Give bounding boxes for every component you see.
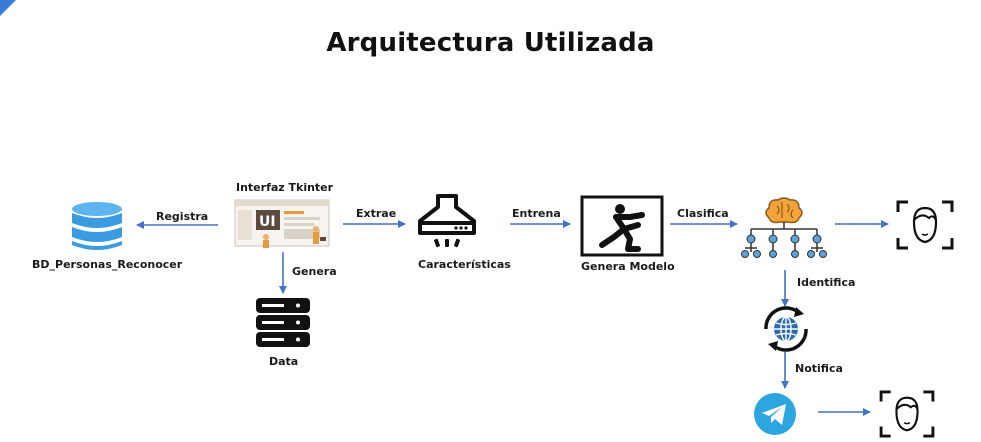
edge-label-genera: Genera xyxy=(292,265,337,278)
web-sync-icon xyxy=(764,306,808,352)
features-label: Características xyxy=(418,258,511,271)
edge-label-registra: Registra xyxy=(156,210,209,223)
edge-label-notifica: Notifica xyxy=(795,362,843,375)
database-label: BD_Personas_Reconocer xyxy=(32,258,183,271)
face-scan-icon xyxy=(896,200,954,250)
brain-network-icon xyxy=(741,197,827,258)
ui-glyph: UI xyxy=(259,214,276,230)
edge-label-identifica: Identifica xyxy=(797,276,856,289)
database-icon xyxy=(72,202,122,250)
model-label: Genera Modelo xyxy=(581,260,675,273)
interface-label: Interfaz Tkinter xyxy=(236,181,334,194)
server-icon xyxy=(256,298,310,347)
edge-label-clasifica: Clasifica xyxy=(677,207,729,220)
telegram-icon xyxy=(754,393,796,435)
data-label: Data xyxy=(269,355,299,368)
range-hood-icon xyxy=(418,194,476,248)
face-scan-icon-bottom xyxy=(879,390,935,438)
edge-label-extrae: Extrae xyxy=(356,207,397,220)
exercise-figure-icon xyxy=(580,195,664,257)
page-title: Arquitectura Utilizada xyxy=(326,28,655,58)
edge-label-entrena: Entrena xyxy=(512,207,561,220)
tkinter-ui-icon: UI xyxy=(234,199,330,248)
corner-accent xyxy=(0,0,16,16)
